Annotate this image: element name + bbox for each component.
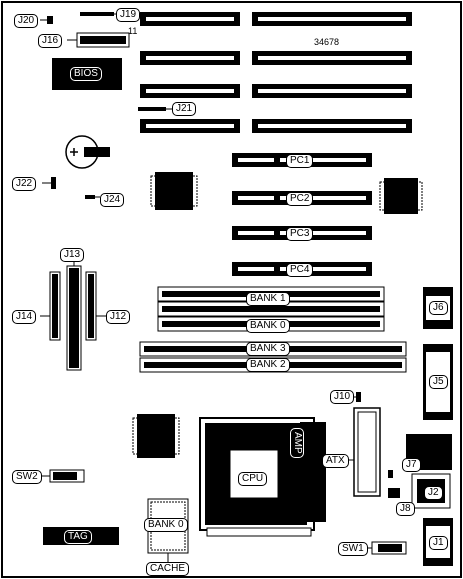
label-j16: J16 [38,34,63,48]
header-j21 [138,107,172,111]
label-pc3: PC3 [286,227,314,241]
label-j6: J6 [429,301,448,315]
header-j24 [85,195,100,199]
label-sw2: SW2 [12,470,42,484]
label-j20: J20 [14,14,39,28]
label-pc2: PC2 [286,192,314,206]
header-j7 [388,470,393,478]
label-bank0-cache: BANK 0 [144,518,188,532]
label-j10: J10 [330,390,355,404]
label-amp: AMP [290,428,304,458]
label-atx: ATX [322,454,349,468]
label-j7: J7 [402,458,421,472]
connector-j13 [66,262,82,371]
label-bank3: BANK 3 [246,342,290,356]
chipset-left [150,172,198,210]
label-pc1: PC1 [286,154,314,168]
label-j19-pin: 11 [128,26,138,36]
label-j22: J22 [12,177,37,191]
header-j16 [67,32,130,48]
label-cpu: CPU [238,472,268,486]
label-tag: TAG [64,530,92,544]
chipset-right [379,178,423,214]
label-j13: J13 [60,248,85,262]
dip-switch-sw1 [364,541,407,555]
label-j5: J5 [429,375,448,389]
label-j8: J8 [396,502,415,516]
label-j12: J12 [106,310,131,324]
label-bank2: BANK 2 [246,358,290,372]
connector-j12 [85,271,106,341]
header-j8 [388,488,400,498]
header-j19 [80,12,118,16]
isa-slots [140,12,412,133]
label-bank1: BANK 1 [246,292,290,306]
dip-switch-sw2 [42,469,85,483]
label-bios: BIOS [70,67,102,81]
cache-controller [132,414,180,458]
board-id: 34678 [314,37,340,47]
label-pc4: PC4 [286,263,314,277]
label-j2: J2 [424,486,443,500]
header-j20 [40,16,53,24]
label-cache: CACHE [146,562,190,576]
header-j22 [42,177,56,189]
atx-connector [344,407,381,497]
battery [65,135,110,169]
label-j1: J1 [429,536,448,550]
connector-j14 [40,271,61,341]
label-sw1: SW1 [338,542,368,556]
label-j21: J21 [172,102,197,116]
label-j19: J19 [116,8,141,22]
label-j14: J14 [12,310,37,324]
label-j24: J24 [100,193,125,207]
connector-j2 [406,434,452,509]
label-bank0-simm: BANK 0 [246,319,290,333]
